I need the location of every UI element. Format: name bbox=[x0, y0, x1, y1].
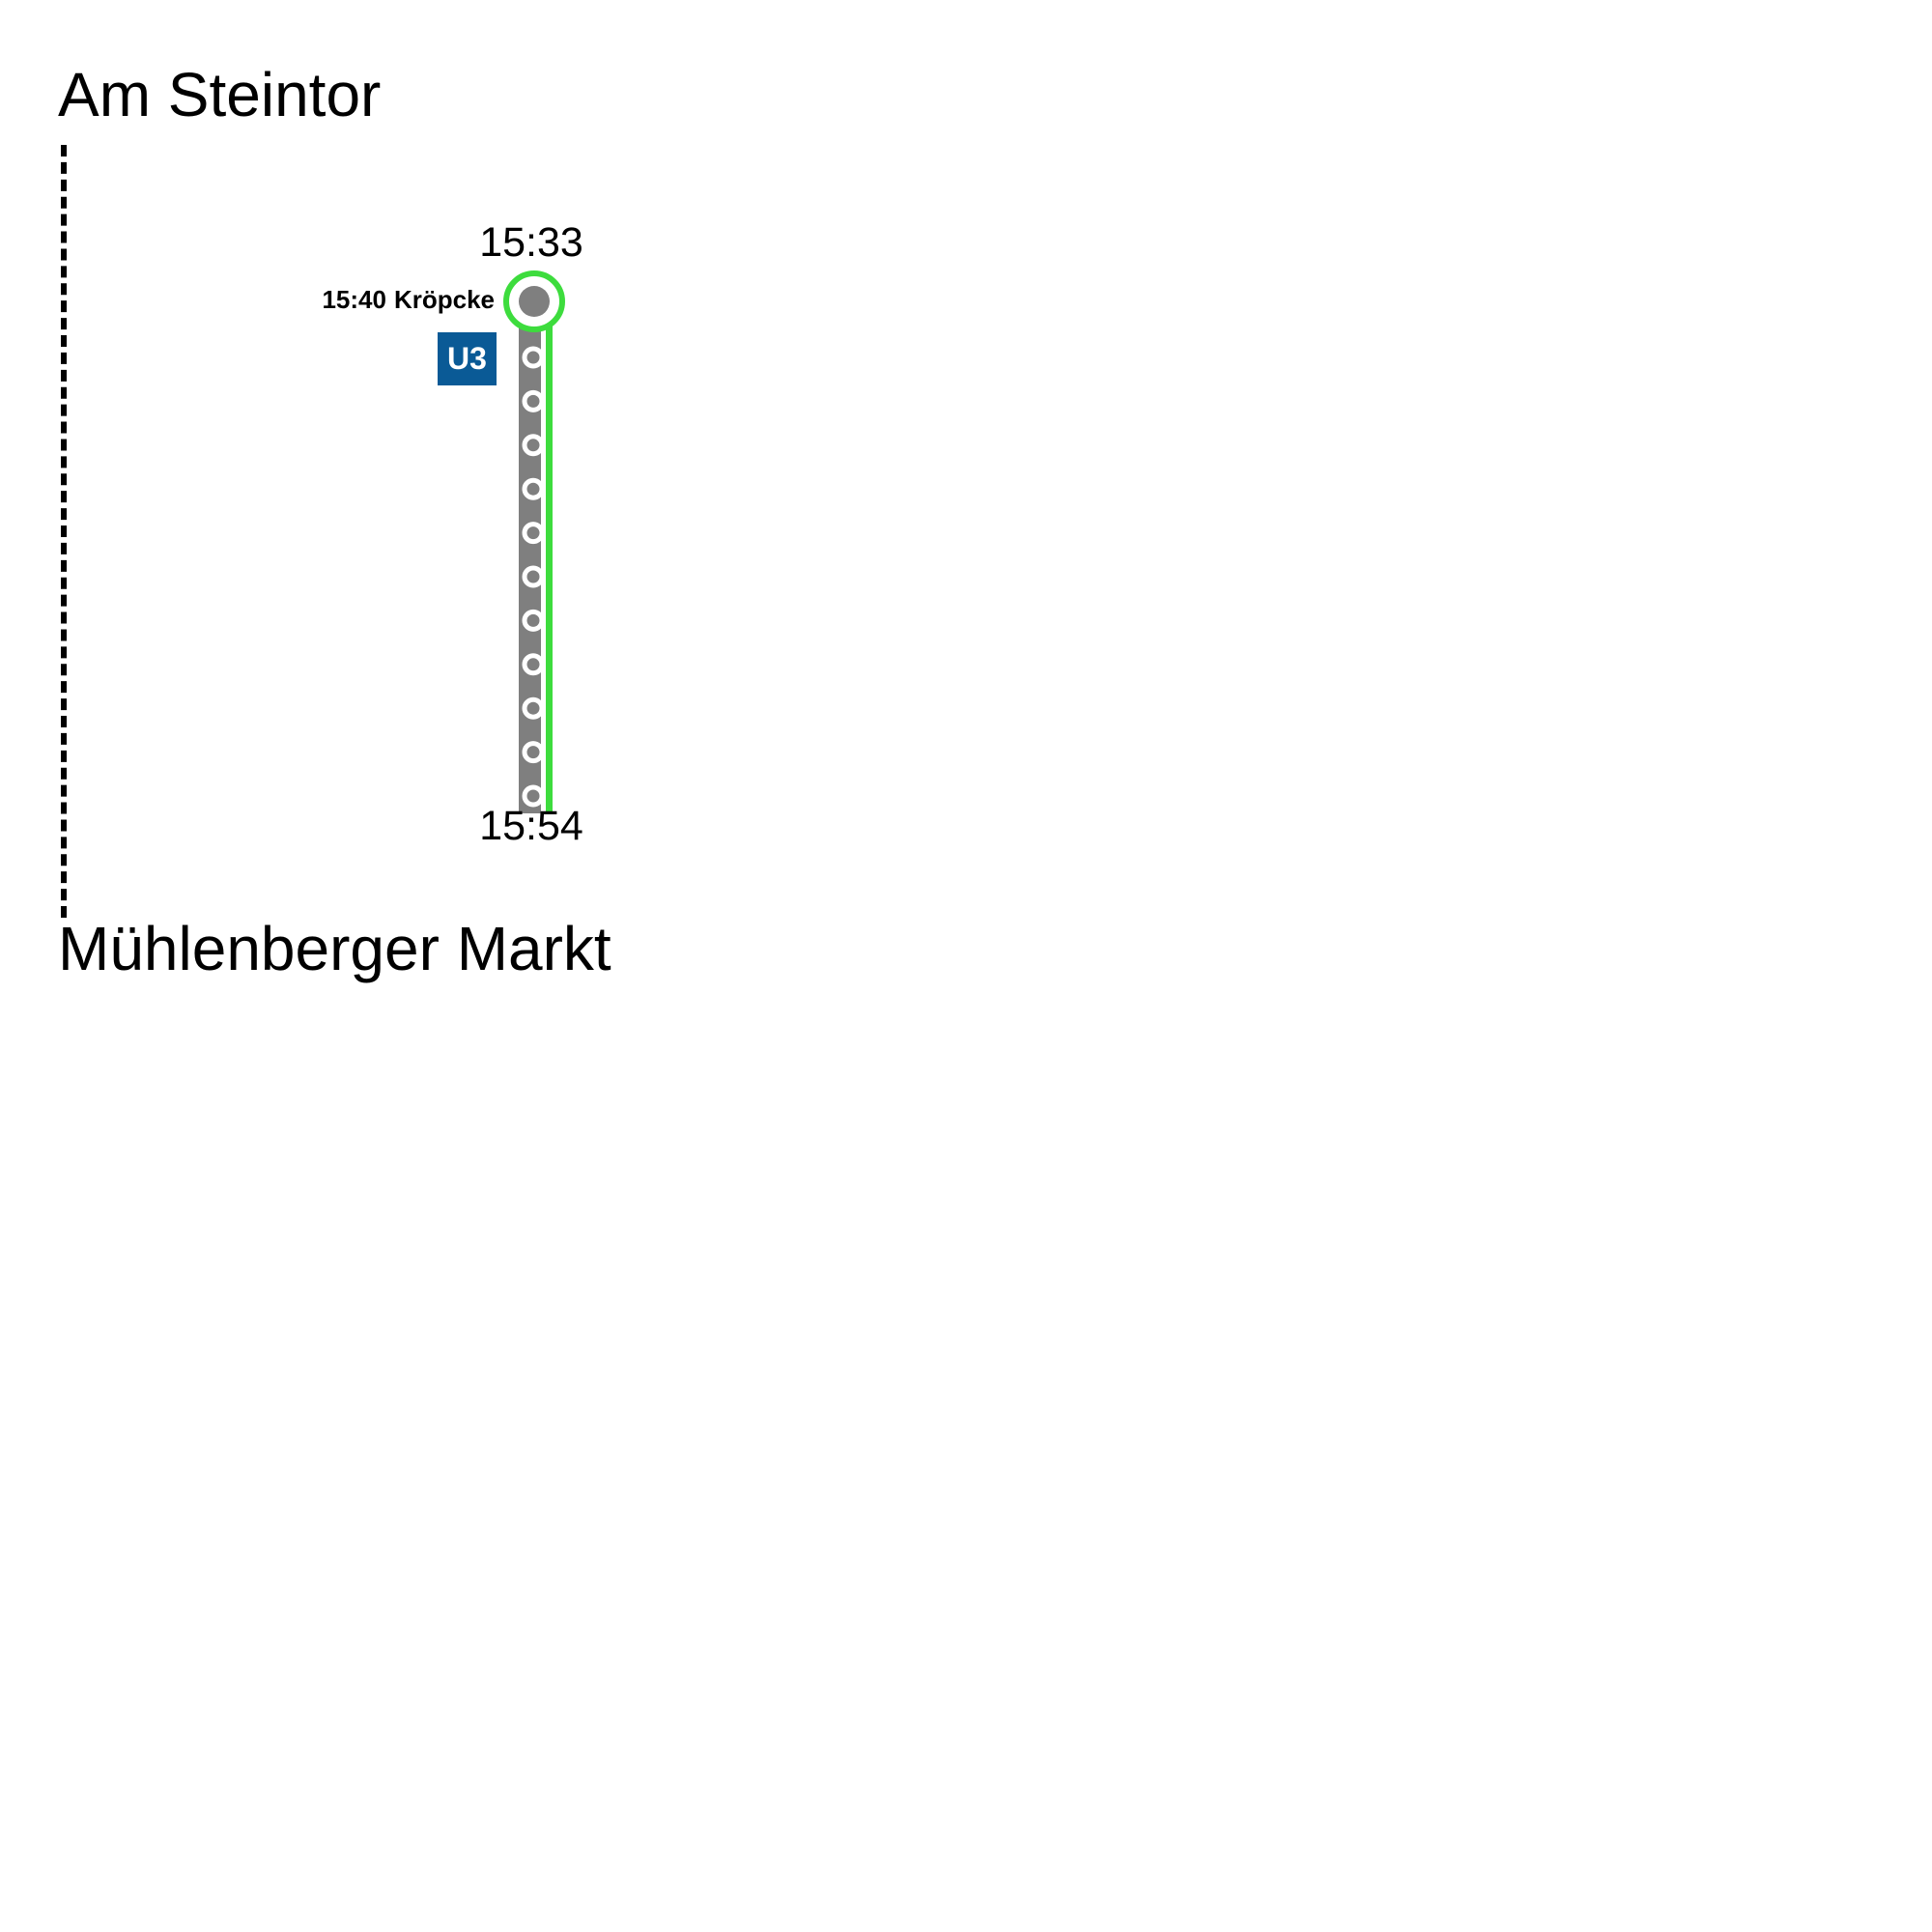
stop-circle bbox=[522, 784, 545, 808]
stop-circle bbox=[522, 653, 545, 676]
change-time: 15:40 bbox=[322, 285, 386, 314]
end-stop-name: Mühlenberger Markt bbox=[58, 914, 611, 983]
stop-circle bbox=[522, 741, 545, 764]
stop-circle bbox=[522, 696, 545, 720]
arrival-time: 15:54 bbox=[479, 803, 583, 849]
departure-time: 15:33 bbox=[479, 219, 583, 266]
intermediate-stops bbox=[522, 346, 545, 808]
stop-circle bbox=[522, 522, 545, 545]
current-stop-dot bbox=[519, 286, 550, 317]
stop-circle bbox=[522, 346, 545, 369]
change-stop-name: Kröpcke bbox=[393, 285, 495, 314]
stop-circle bbox=[522, 477, 545, 500]
walking-path bbox=[61, 145, 67, 918]
stop-circle bbox=[522, 565, 545, 588]
stop-circle bbox=[522, 434, 545, 457]
stop-circle bbox=[522, 389, 545, 412]
line-badge[interactable]: U3 bbox=[438, 332, 497, 385]
start-stop-name: Am Steintor bbox=[58, 60, 382, 129]
stop-circle bbox=[522, 609, 545, 632]
progress-bar bbox=[546, 319, 553, 813]
